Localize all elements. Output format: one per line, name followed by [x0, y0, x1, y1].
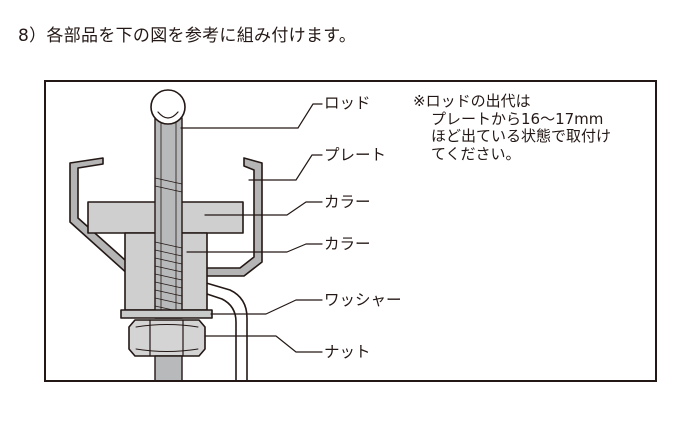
- diagram-frame: [44, 80, 657, 382]
- note-line-4: てください。: [431, 144, 521, 163]
- bracket: [185, 279, 248, 380]
- nut: [128, 319, 206, 357]
- washer: [120, 309, 213, 319]
- label-washer: ワッシャー: [324, 291, 402, 309]
- leader-lines: [180, 103, 323, 353]
- label-plate: プレート: [324, 146, 387, 164]
- plate: [69, 157, 263, 277]
- label-nut: ナット: [324, 343, 371, 361]
- note-line-2: プレートから16〜17mm: [431, 109, 604, 128]
- rod-tail: [154, 355, 183, 380]
- label-rod: ロッド: [324, 94, 371, 112]
- label-collar-lower: カラー: [324, 235, 371, 253]
- note-line-1: ※ロッドの出代は: [413, 92, 531, 110]
- rod-protrusion-note: ※ロッドの出代は プレートから16〜17mm ほど出ている状態で取付け てくださ…: [413, 92, 612, 163]
- note-line-3: ほど出ている状態で取付け: [431, 127, 612, 145]
- rod: [150, 89, 186, 319]
- step-heading: 8）各部品を下の図を参考に組み付けます。: [18, 26, 357, 46]
- label-collar-upper: カラー: [324, 193, 371, 211]
